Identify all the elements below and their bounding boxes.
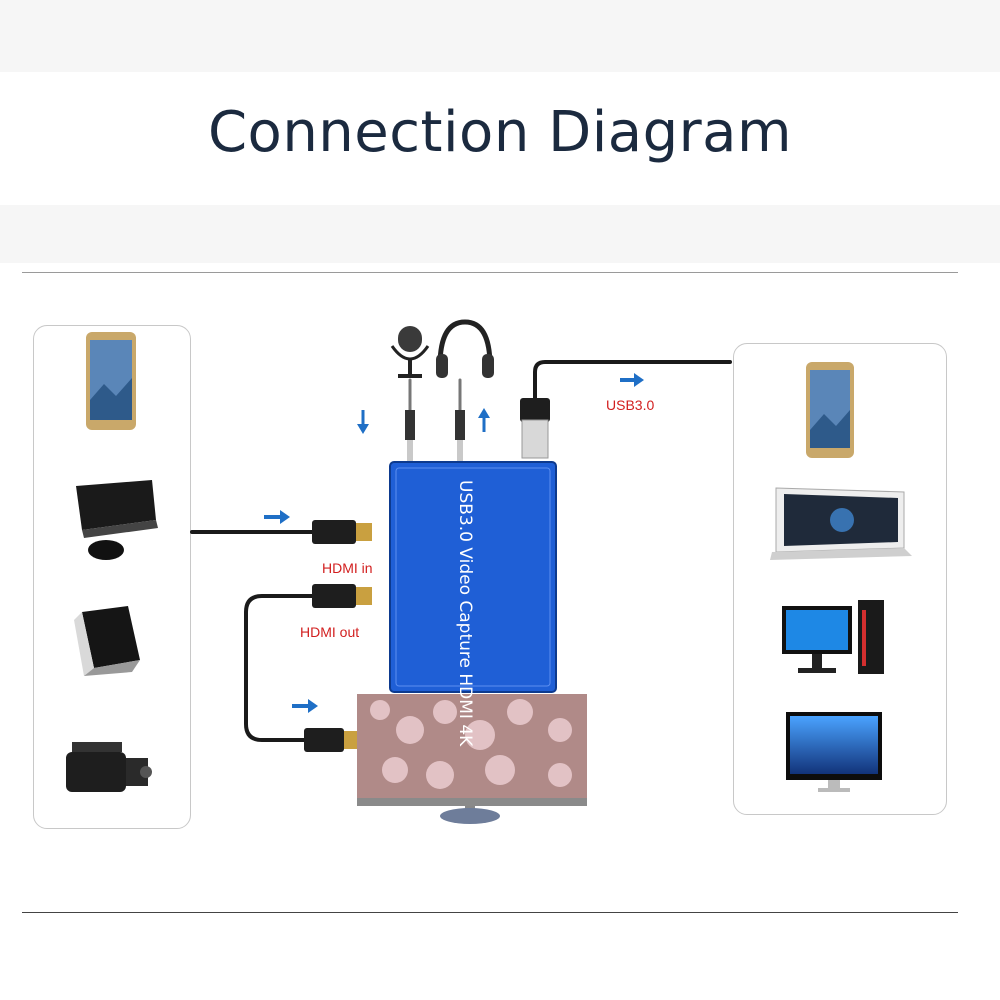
tv-box-icon	[74, 606, 140, 676]
microphone-icon	[390, 326, 430, 378]
arrow-monitor	[292, 699, 318, 713]
desktop-pc-icon	[782, 600, 884, 674]
hdmi-in-label: HDMI in	[322, 560, 373, 576]
arrow-hdmi-in	[264, 510, 290, 524]
usb-plug	[520, 398, 550, 459]
phone-icon-output	[806, 362, 854, 458]
top-band	[0, 0, 1000, 72]
mic-jack	[405, 410, 415, 462]
usb-label: USB3.0	[606, 397, 655, 413]
arrow-mic-down	[357, 410, 369, 434]
camcorder-icon	[66, 742, 152, 792]
monitor-hdmi-plug	[304, 728, 358, 752]
arrow-usb	[620, 373, 644, 387]
monitor-icon	[786, 712, 882, 792]
hdmi-in-plug	[312, 520, 372, 544]
capture-device-label: USB3.0 Video Capture HDMI 4K	[455, 480, 475, 747]
page-title: Connection Diagram	[207, 100, 793, 165]
display-monitor	[357, 694, 587, 824]
arrows	[264, 373, 644, 713]
phone-icon	[86, 332, 136, 430]
hdmi-out-cable	[244, 594, 314, 742]
headphones-icon	[436, 319, 494, 378]
laptop-icon	[770, 487, 912, 560]
headphone-jack	[455, 410, 465, 462]
hdmi-out-label: HDMI out	[300, 624, 360, 640]
hdmi-out-plug	[312, 584, 372, 608]
bottom-rule	[22, 912, 958, 913]
top-rule	[22, 272, 958, 273]
arrow-headphone-up	[478, 408, 490, 432]
usb-cable	[533, 360, 732, 402]
game-console-icon	[76, 480, 158, 560]
capture-device	[389, 461, 557, 693]
sub-band	[0, 205, 1000, 263]
